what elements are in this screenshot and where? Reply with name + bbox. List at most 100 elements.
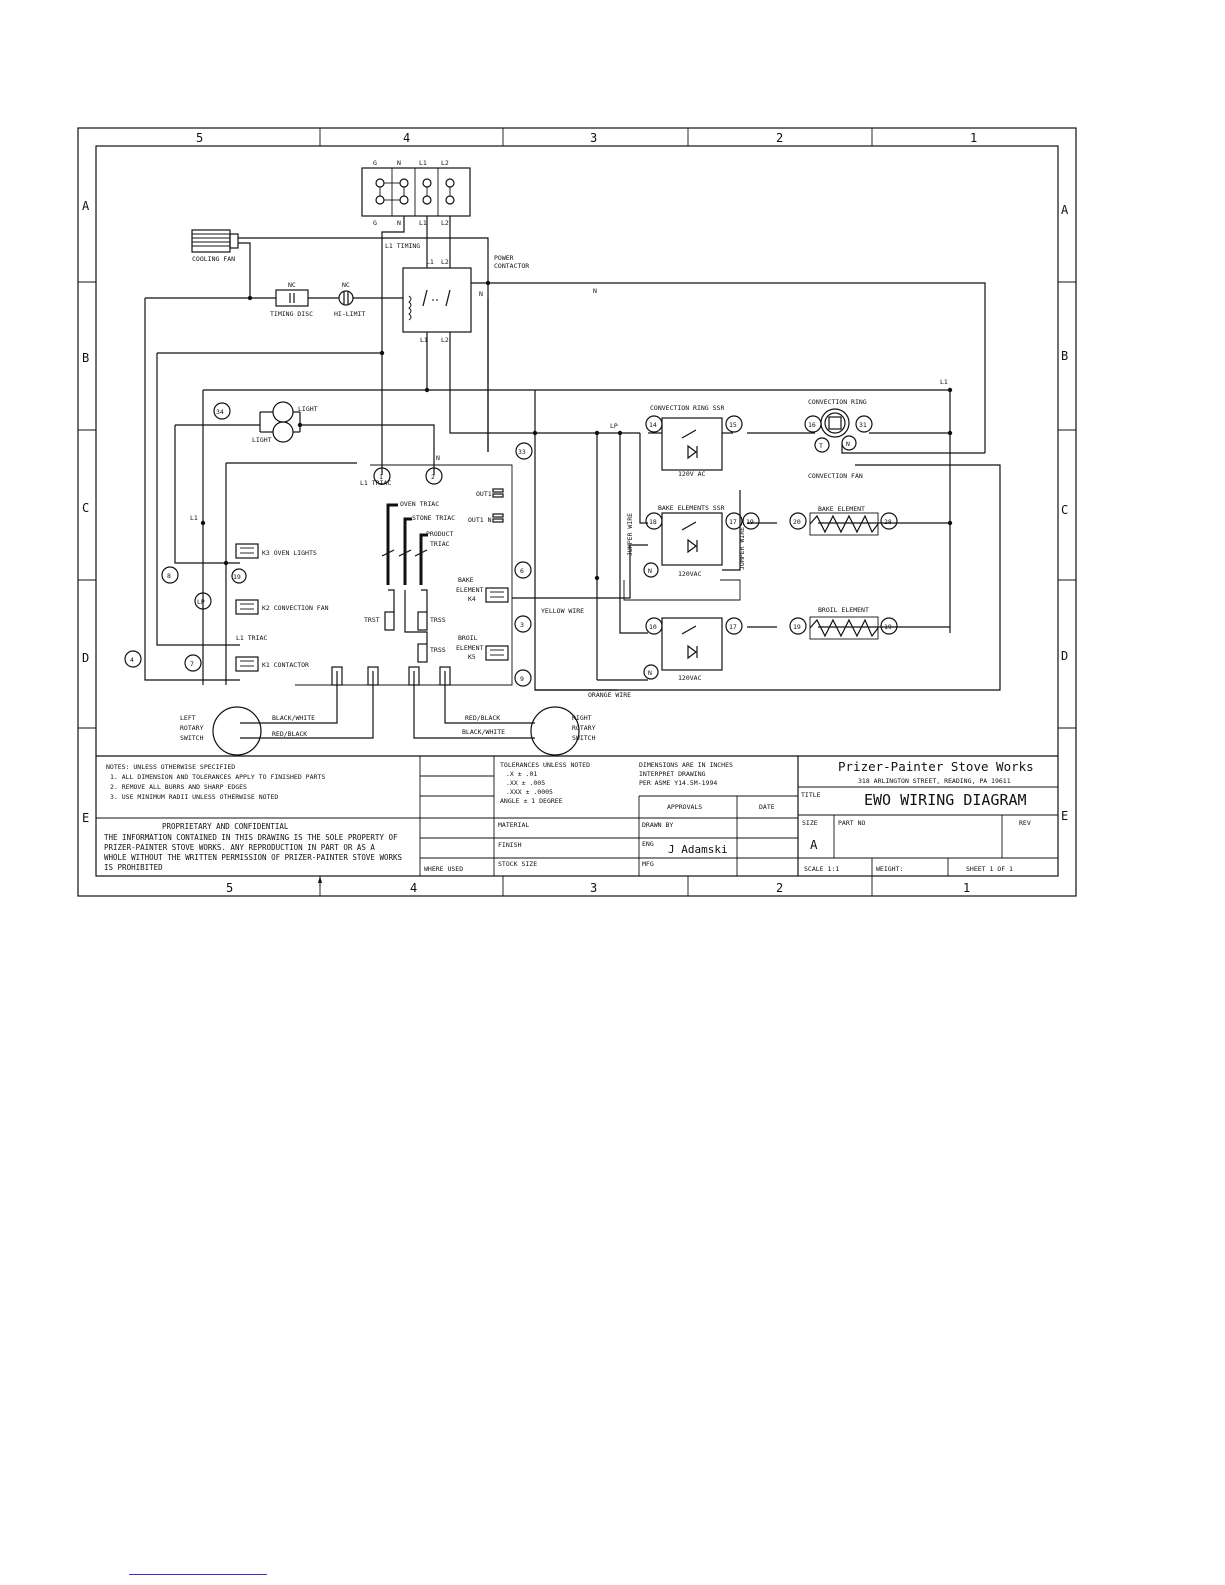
broil-element-ssr: 120VAC <box>661 617 723 682</box>
company-address: 318 ARLINGTON STREET, READING, PA 19611 <box>858 777 1011 785</box>
scale-label: SCALE 1:1 <box>804 865 839 873</box>
power-contactor: L1 L2 L1 L2 L1 TIMING POWER CONTACTOR N … <box>385 242 597 344</box>
cooling-fan: COOLING FAN <box>191 229 239 263</box>
terminal: 17 <box>725 617 743 635</box>
svg-text:33: 33 <box>518 448 526 456</box>
svg-text:1: 1 <box>379 473 383 481</box>
proprietary-line: PRIZER-PAINTER STOVE WORKS. ANY REPRODUC… <box>104 843 375 852</box>
terminal: 1 <box>373 467 391 485</box>
svg-text:14: 14 <box>649 421 657 429</box>
terminal: 17 <box>725 512 743 530</box>
broil-element-k5-label: K5 <box>468 653 476 661</box>
terminal: 8 <box>161 566 179 584</box>
power-contactor-label: POWER <box>494 254 514 262</box>
light-label: LIGHT <box>298 405 318 413</box>
zone-row-label: D <box>1061 649 1068 663</box>
notes-heading: NOTES: UNLESS OTHERWISE SPECIFIED <box>106 763 235 771</box>
timing-disc-label: TIMING DISC <box>270 310 313 318</box>
dimensions-line: PER ASME Y14.5M-1994 <box>639 779 717 787</box>
oven-triac-label: OVEN TRIAC <box>400 500 439 508</box>
stone-triac-label: STONE TRIAC <box>412 514 455 522</box>
cooling-fan-label: COOLING FAN <box>192 255 235 263</box>
proprietary-line: WHOLE WITHOUT THE WRITTEN PERMISSION OF … <box>104 853 402 862</box>
zone-row-label: B <box>82 351 89 365</box>
zone-col-label: 5 <box>226 881 233 895</box>
svg-text:N: N <box>648 669 652 677</box>
eng-label: ENG <box>642 840 654 848</box>
svg-text:N: N <box>846 440 850 448</box>
svg-text:7: 7 <box>190 660 194 668</box>
k1-label: K1 CONTACTOR <box>262 661 309 669</box>
timing-disc-nc-label: NC <box>288 281 296 289</box>
wire-color-label: RED/BLACK <box>272 730 307 738</box>
right-rotary-switch: RIGHT ROTARY SWITCH RED/BLACK BLACK/WHIT… <box>462 706 596 756</box>
terminal-label: L2 <box>441 219 449 227</box>
terminal-label: L1 <box>419 219 427 227</box>
tolerance-line: .XX ± .005 <box>506 779 545 787</box>
timing-disc-switch: NC TIMING DISC <box>270 281 313 318</box>
rev-label: REV <box>1019 819 1031 827</box>
terminal: 28 <box>880 512 898 530</box>
svg-text:34: 34 <box>216 408 224 416</box>
wire-color-label: BLACK/WHITE <box>272 714 315 722</box>
terminal: 10 <box>645 617 663 635</box>
bake-ssr-label: BAKE ELEMENTS SSR <box>658 504 725 512</box>
zone-col-label: 3 <box>590 131 597 145</box>
svg-text:18: 18 <box>649 518 657 526</box>
svg-text:6: 6 <box>520 567 524 575</box>
zone-row-label: B <box>1061 349 1068 363</box>
svg-text:2: 2 <box>431 473 435 481</box>
jumper-wire-label: JUMPER WIRE <box>738 527 746 570</box>
drawn-by-label: DRAWN BY <box>642 821 673 829</box>
svg-text:19: 19 <box>233 573 241 581</box>
left-rotary-label: ROTARY <box>180 724 204 732</box>
l1-triac-label: L1 TRIAC <box>360 479 391 487</box>
terminal-label: L2 <box>441 159 449 167</box>
svg-text:15: 15 <box>729 421 737 429</box>
note-line: 3. USE MINIMUM RADII UNLESS OTHERWISE NO… <box>110 793 278 801</box>
zone-row-label: A <box>82 199 90 213</box>
l1-label: L1 <box>420 336 428 344</box>
tolerance-line: ANGLE ± 1 DEGREE <box>500 797 563 805</box>
weight-label: WEIGHT: <box>876 865 903 873</box>
product-triac-label: PRODUCT <box>426 530 453 538</box>
note-line: 1. ALL DIMENSION AND TOLERANCES APPLY TO… <box>110 773 325 781</box>
terminal: T <box>814 437 830 453</box>
terminal: 15 <box>725 415 743 433</box>
approvals-label: APPROVALS <box>667 803 702 811</box>
conv-ring-label: CONVECTION RING <box>808 398 867 406</box>
yellow-wire-label: YELLOW WIRE <box>541 607 584 615</box>
wire-color-label: RED/BLACK <box>465 714 500 722</box>
note-line: 2. REMOVE ALL BURRS AND SHARP EDGES <box>110 783 247 791</box>
light-label: LIGHT <box>252 436 272 444</box>
dimensions-line: DIMENSIONS ARE IN INCHES <box>639 761 733 769</box>
material-label: MATERIAL <box>498 821 529 829</box>
terminal-label: G <box>373 219 377 227</box>
terminal: 19 <box>789 617 807 635</box>
left-rotary-switch: LEFT ROTARY SWITCH BLACK/WHITE RED/BLACK <box>180 706 315 756</box>
wiring <box>144 216 1001 739</box>
ssr-rating-label: 120VAC <box>678 674 702 682</box>
svg-text:LP: LP <box>197 598 205 606</box>
svg-text:16: 16 <box>808 421 816 429</box>
tc-label: TRST <box>364 616 380 624</box>
svg-text:19: 19 <box>793 623 801 631</box>
terminal: 3 <box>514 615 532 633</box>
k3-label: K3 OVEN LIGHTS <box>262 549 317 557</box>
terminal-markers: 34 14 15 16 31 33 4 8 7 LP 18 17 19 20 2… <box>124 402 898 687</box>
convection-ring-ssr: CONVECTION RING SSR 120V AC <box>648 404 733 478</box>
k2-label: K2 CONVECTION FAN <box>262 604 329 612</box>
terminal: 16 <box>804 415 822 433</box>
conv-fan-label: CONVECTION FAN <box>808 472 863 480</box>
broil-element: BROIL ELEMENT <box>809 606 879 640</box>
where-used-label: WHERE USED <box>424 865 463 873</box>
terminal: 33 <box>515 442 533 460</box>
stock-size-label: STOCK SIZE <box>498 860 537 868</box>
svg-text:17: 17 <box>729 623 737 631</box>
finish-label: FINISH <box>498 841 522 849</box>
tc-label: TRSS <box>430 616 446 624</box>
l1-label: L1 <box>426 258 434 266</box>
out1n-label: OUT1 N <box>468 516 492 524</box>
footer-link-underline[interactable] <box>129 1574 267 1575</box>
drawing-frame <box>77 127 1077 897</box>
